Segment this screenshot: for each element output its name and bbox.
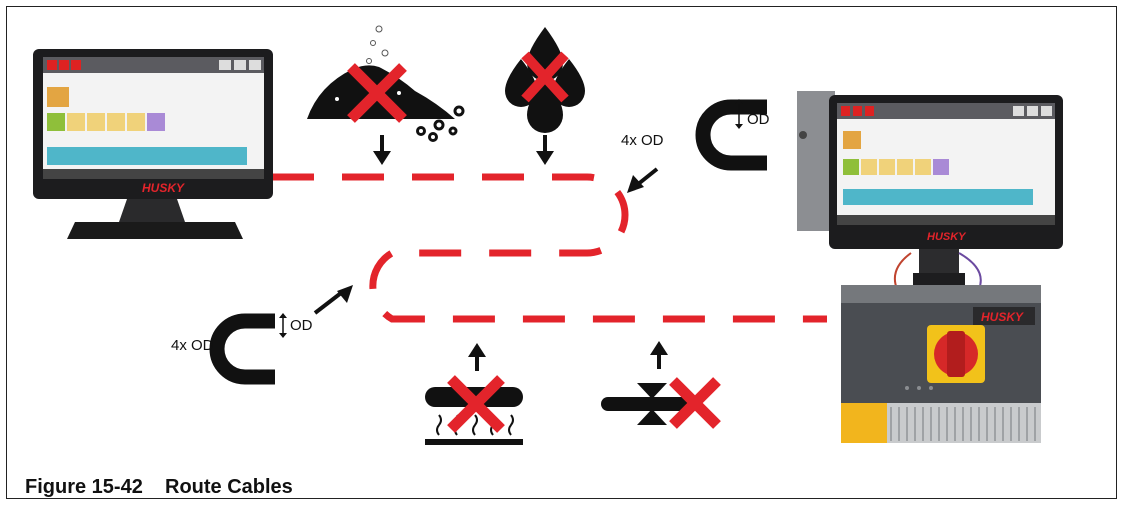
arrow-up-icon — [468, 343, 486, 371]
cable-path — [272, 173, 827, 323]
arrow-up-icon — [650, 341, 668, 369]
figure-title: Route Cables — [165, 476, 293, 498]
od-label: OD — [290, 317, 313, 334]
od-label: OD — [747, 111, 770, 128]
u-bend-icon: OD — [209, 313, 313, 385]
route-cables-diagram: HUSKY OD — [33, 25, 1063, 445]
u-bend-icon: OD — [695, 99, 770, 171]
right-monitor-brand: HUSKY — [927, 231, 967, 243]
hot-surface-x-icon — [425, 375, 523, 445]
left-monitor: HUSKY — [33, 49, 273, 239]
controller-cabinet: HUSKY HUSKY — [797, 91, 1063, 443]
cable-route — [272, 173, 827, 323]
left-monitor-brand: HUSKY — [142, 181, 185, 195]
arrow-diagonal-icon — [313, 285, 353, 315]
figure-frame: HUSKY OD — [6, 6, 1117, 499]
arrow-down-icon — [536, 135, 554, 165]
figure-caption: Figure 15-42 Route Cables — [25, 476, 293, 499]
bend-radius-label: 4x OD — [621, 132, 664, 149]
liquid-drops-x-icon — [505, 27, 585, 133]
pinch-point-x-icon — [601, 377, 721, 429]
cabinet-brand: HUSKY — [981, 310, 1024, 324]
arrow-down-icon — [373, 135, 391, 165]
dirt-pile-x-icon — [307, 25, 465, 142]
arrow-diagonal-icon — [627, 167, 659, 193]
bend-radius-label: 4x OD — [171, 337, 214, 354]
figure-number: Figure 15-42 — [25, 476, 143, 498]
